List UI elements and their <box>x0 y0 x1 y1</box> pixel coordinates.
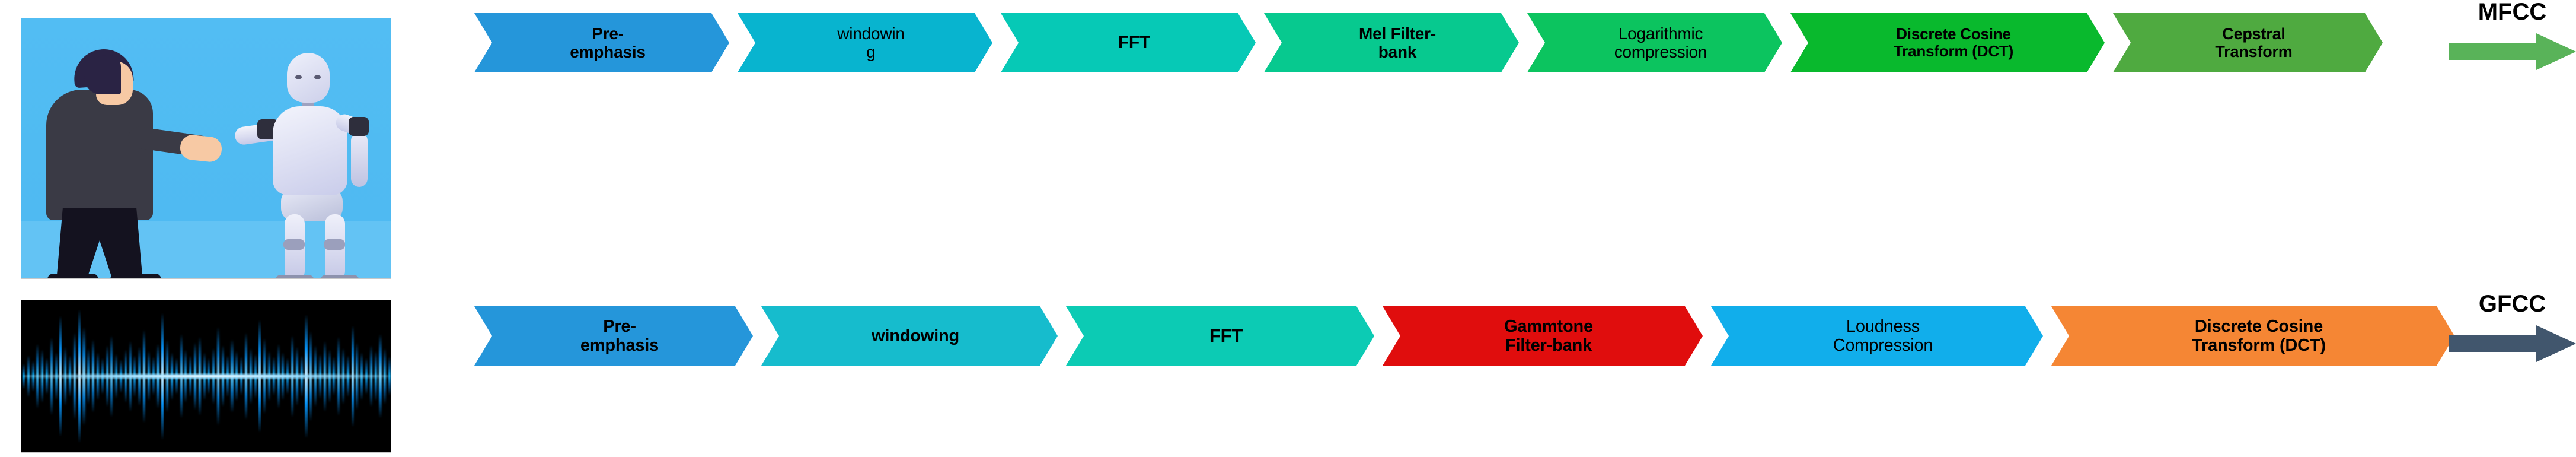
robot-forearm-right <box>351 132 368 187</box>
mfcc-output: MFCC <box>2449 0 2576 70</box>
stage-gfcc-4[interactable]: Loudness Compression <box>1711 306 2043 366</box>
stage-label: Gammtone Filter-bank <box>1504 316 1593 355</box>
stage-label: Discrete Cosine Transform (DCT) <box>2192 316 2326 355</box>
stage-mfcc-2[interactable]: FFT <box>1001 13 1256 72</box>
robot-elbow-right <box>349 117 369 136</box>
stage-label: FFT <box>1209 325 1243 346</box>
stage-mfcc-3[interactable]: Mel Filter- bank <box>1264 13 1519 72</box>
stage-mfcc-5[interactable]: Discrete Cosine Transform (DCT) <box>1790 13 2105 72</box>
handshake-hands <box>178 134 224 163</box>
stage-label: Cepstral Transform <box>2215 24 2293 61</box>
man-shoe-right <box>110 274 161 278</box>
man-hair-front <box>84 55 121 94</box>
gfcc-pipeline: Pre- emphasis windowing FFT Gammtone Filter… <box>474 306 2463 366</box>
gfcc-output-label: GFCC <box>2478 291 2546 317</box>
robot-knee-left <box>283 239 305 250</box>
waveform-bar <box>22 363 25 389</box>
mfcc-pipeline: Pre- emphasis windowin g FFT Mel Filter- ba… <box>474 13 2391 72</box>
stage-label: Discrete Cosine Transform (DCT) <box>1893 24 2014 60</box>
stage-gfcc-1[interactable]: windowing <box>761 306 1058 366</box>
man-torso <box>46 90 153 220</box>
stage-gfcc-3[interactable]: Gammtone Filter-bank <box>1383 306 1703 366</box>
stage-mfcc-1[interactable]: windowin g <box>738 13 992 72</box>
robot-eye-right <box>314 75 321 79</box>
stage-mfcc-4[interactable]: Logarithmic compression <box>1527 13 1782 72</box>
stage-label: FFT <box>1118 33 1151 53</box>
man-shoe-left <box>47 274 98 278</box>
robot-torso <box>273 106 347 195</box>
robot-eye-left <box>295 75 302 79</box>
stage-label: windowin g <box>837 24 905 61</box>
stage-mfcc-0[interactable]: Pre- emphasis <box>474 13 729 72</box>
robot-head <box>287 53 330 103</box>
waveform-center-glow <box>24 373 388 379</box>
mfcc-output-arrow <box>2449 33 2576 70</box>
stage-label: windowing <box>871 326 959 345</box>
stage-gfcc-2[interactable]: FFT <box>1066 306 1374 366</box>
waveform-bar <box>388 356 391 396</box>
stage-label: Pre- emphasis <box>570 24 646 61</box>
audio-waveform-image <box>21 300 391 453</box>
robot-knee-right <box>324 239 345 250</box>
human-robot-handshake-image <box>21 18 391 279</box>
stage-label: Mel Filter- bank <box>1358 24 1437 61</box>
man-legs <box>56 208 143 278</box>
stage-mfcc-6[interactable]: Cepstral Transform <box>2113 13 2383 72</box>
robot-foot-right <box>320 275 359 278</box>
mfcc-output-label: MFCC <box>2478 0 2547 25</box>
gfcc-output-arrow <box>2449 325 2576 362</box>
stage-label: Loudness Compression <box>1833 316 1933 355</box>
robot-foot-left <box>275 275 314 278</box>
stage-label: Logarithmic compression <box>1614 24 1707 61</box>
stage-label: Pre- emphasis <box>580 316 659 355</box>
stage-gfcc-5[interactable]: Discrete Cosine Transform (DCT) <box>2051 306 2454 366</box>
gfcc-output: GFCC <box>2449 292 2576 362</box>
stage-gfcc-0[interactable]: Pre- emphasis <box>474 306 753 366</box>
